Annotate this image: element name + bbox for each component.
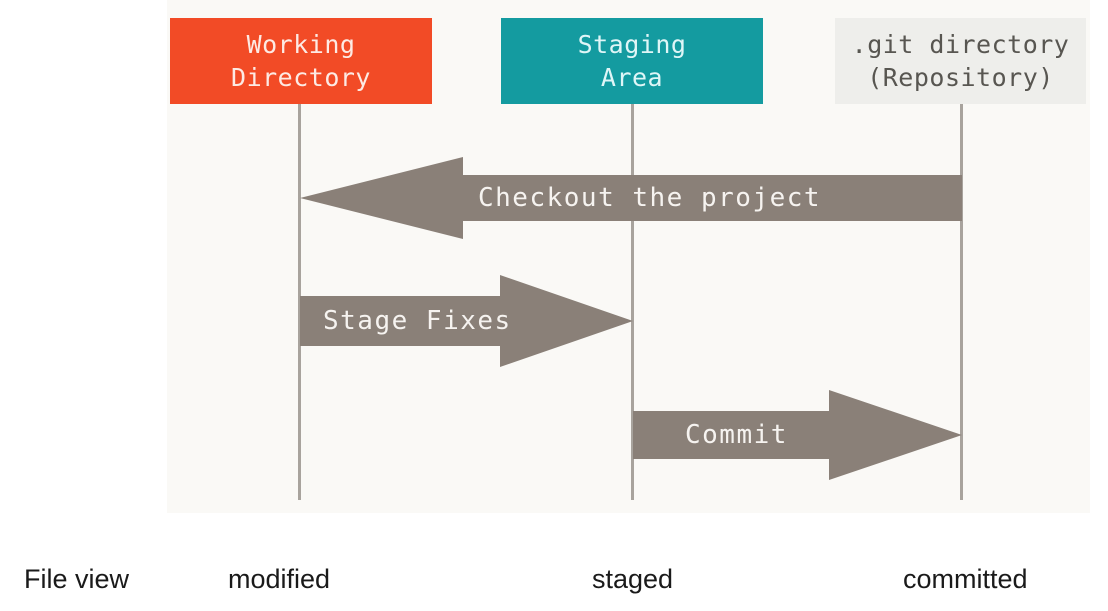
arrow-commit-shape: [633, 390, 962, 480]
arrow-checkout-the-project-shape: [300, 157, 962, 239]
arrow-stage-fixes-shape: [300, 275, 633, 367]
file-state-caption-row: File view modified staged committed: [0, 548, 1108, 611]
lifeline-staging-area: [631, 104, 634, 500]
lane-header-staging-area-line1: Staging: [577, 30, 687, 59]
lane-header-git-directory-line1: .git directory: [851, 30, 1070, 59]
caption-state-committed: committed: [903, 564, 1028, 594]
lane-header-staging-area-line2: Area: [600, 63, 664, 92]
lane-header-git-directory-line2: (Repository): [867, 63, 1054, 92]
lane-header-working-directory-line1: Working: [246, 30, 356, 59]
lifeline-working-directory: [298, 104, 301, 500]
caption-state-modified: modified: [228, 564, 331, 594]
lane-header-working-directory-line2: Directory: [231, 63, 371, 92]
lane-header-staging-area: Staging Area: [501, 18, 763, 104]
git-workflow-diagram: Working Directory Staging Area .git dire…: [167, 0, 1090, 513]
caption-state-staged: staged: [592, 564, 674, 594]
arrow-commit: Commit: [633, 390, 962, 480]
arrow-checkout-the-project: Checkout the project: [300, 157, 962, 239]
caption-file-view: File view: [24, 564, 130, 594]
lane-header-git-directory: .git directory (Repository): [835, 18, 1086, 104]
arrow-stage-fixes: Stage Fixes: [300, 275, 633, 367]
lane-header-working-directory: Working Directory: [170, 18, 432, 104]
lifeline-git-directory: [960, 104, 963, 500]
